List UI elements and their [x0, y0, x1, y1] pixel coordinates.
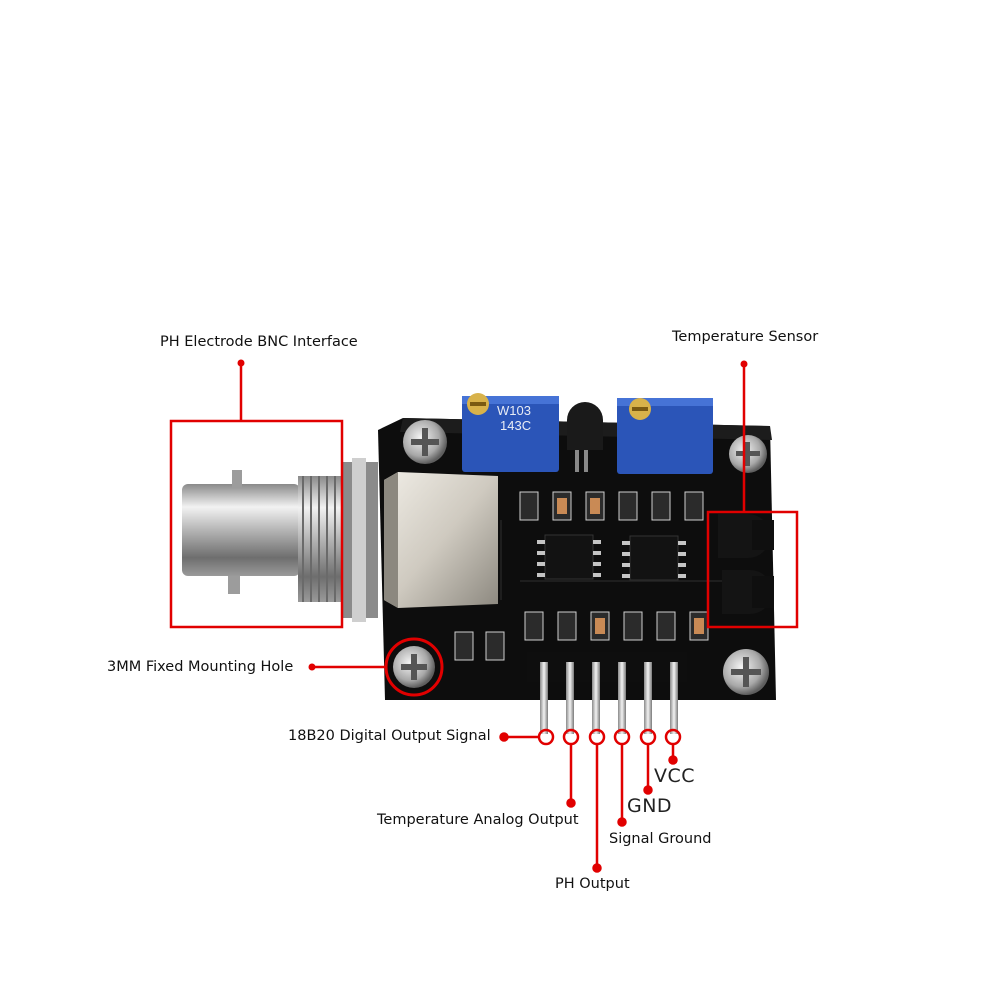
pot-marking-2: 143C [500, 418, 531, 433]
bnc-connector [182, 458, 498, 622]
label-18b20-digital-output: 18B20 Digital Output Signal [288, 728, 491, 744]
smd-row-top [519, 491, 704, 521]
label-vcc: VCC [654, 765, 696, 787]
label-mounting-hole: 3MM Fixed Mounting Hole [107, 659, 294, 675]
label-temperature-analog-output: Temperature Analog Output [377, 812, 579, 828]
screw-bottom-right [723, 649, 769, 695]
op-amp-chips [537, 534, 686, 581]
callout-bnc [169, 359, 344, 629]
label-temperature-sensor: Temperature Sensor [672, 329, 819, 345]
label-gnd: GND [627, 795, 673, 817]
smd-row-bottom [454, 611, 709, 661]
callout-mounting-hole [308, 637, 444, 697]
transistor-top [567, 402, 603, 472]
pin-markers [537, 728, 682, 746]
label-signal-ground: Signal Ground [609, 831, 712, 847]
screw-top-left [403, 420, 447, 464]
label-bnc-interface: PH Electrode BNC Interface [160, 334, 358, 350]
potentiometer-right [617, 398, 713, 474]
screw-top-right [729, 435, 767, 473]
callout-temp-sensor [706, 360, 799, 629]
label-ph-output: PH Output [555, 876, 630, 892]
pot-marking-1: W103 [497, 403, 531, 418]
pin-leaders [499, 732, 678, 873]
header-pins [527, 652, 687, 734]
screw-bottom-left [393, 646, 435, 688]
potentiometer-left: W103 143C [462, 393, 559, 472]
temperature-sensor-ds18b20 [718, 514, 774, 614]
